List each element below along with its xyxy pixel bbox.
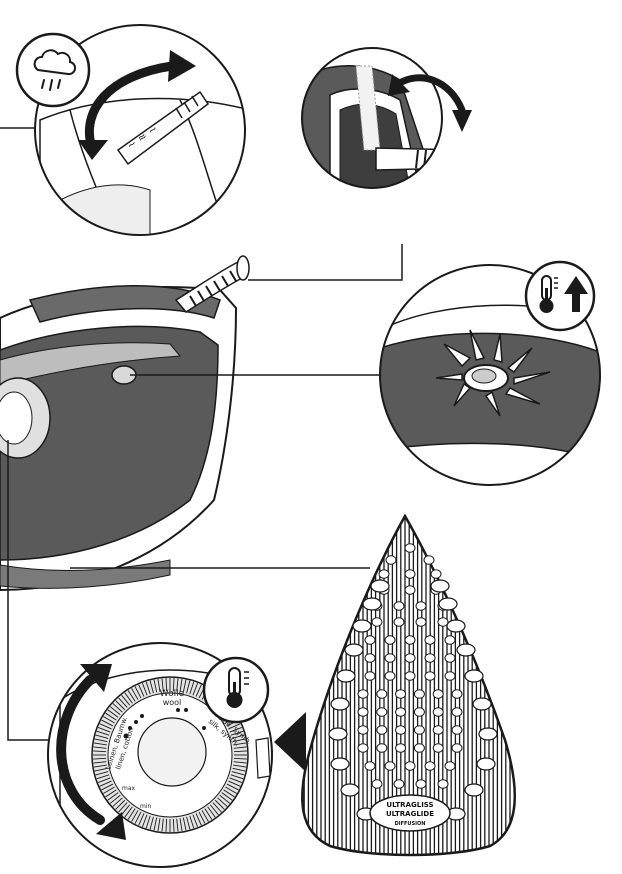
- dial-label-min: min: [140, 803, 152, 810]
- steam-cloud-icon: [17, 34, 89, 106]
- dial-pointer-mark: [256, 738, 270, 778]
- detail-cord-swivel: [300, 48, 472, 200]
- pointer-arrow-icon: [274, 712, 306, 772]
- dial-label-wool-en: wool: [163, 698, 182, 707]
- brand-line-1: ULTRAGLISS: [386, 801, 433, 809]
- swivel-cord-guard: [376, 147, 470, 171]
- thermometer-icon: [204, 658, 268, 722]
- soleplate-view: ULTRAGLISS ULTRAGLIDE DIFFUSION: [300, 512, 518, 860]
- soleplate-brand-badge: ULTRAGLISS ULTRAGLIDE DIFFUSION: [370, 795, 450, 831]
- detail-temperature-dial: Wolle wool Seide, Synth. silk, synth. Le…: [48, 643, 280, 874]
- brand-line-3: DIFFUSION: [395, 821, 426, 827]
- dial-label-max: max: [122, 785, 136, 792]
- thermometer-up-arrow-icon: [526, 262, 594, 330]
- brand-line-2: ULTRAGLIDE: [386, 810, 434, 818]
- detail-steam-control: ~ ≈ ~: [17, 25, 250, 240]
- detail-thermostat-light: [380, 262, 600, 500]
- iron-main-view: [0, 256, 249, 590]
